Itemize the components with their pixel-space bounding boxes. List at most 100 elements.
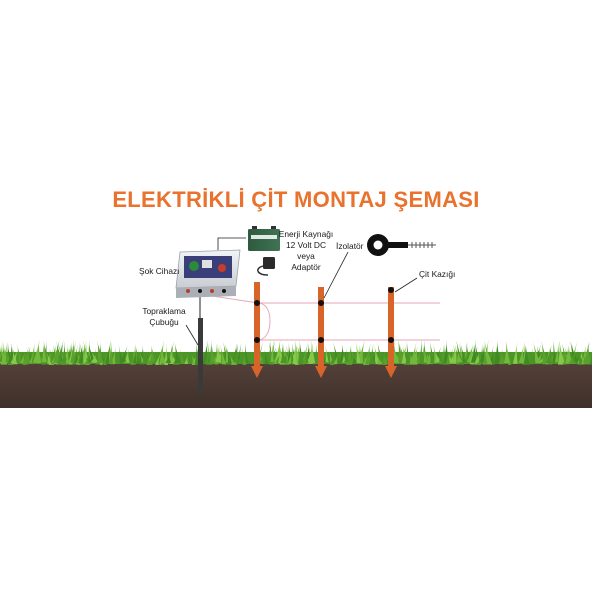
grass-blade (329, 351, 336, 365)
ground-rod-leader (185, 324, 199, 346)
grass-blade (369, 343, 374, 364)
soil-layer (0, 360, 592, 408)
grass-blade (518, 344, 525, 364)
grass-blade (97, 340, 105, 364)
fence-post-1 (251, 282, 263, 378)
grass-blade (533, 341, 540, 363)
battery-icon (248, 226, 280, 251)
grass-blade (554, 341, 560, 363)
grass-blade (419, 338, 423, 363)
grass-blade (165, 352, 172, 363)
grass-blade (558, 339, 565, 363)
grass-blade (397, 339, 405, 363)
grass-blade (397, 349, 404, 364)
grass-blade (363, 356, 370, 365)
fence-post-2 (315, 287, 327, 378)
grass-blade (257, 354, 266, 364)
grass-blade (501, 350, 505, 363)
grass-blade (79, 344, 87, 363)
grass-blade (88, 352, 92, 363)
grass-blade (232, 343, 239, 363)
grass-blade (179, 348, 185, 364)
insulator-leader (323, 251, 349, 299)
grass-blade (352, 355, 359, 364)
grass-blade (57, 356, 65, 365)
grass-blade (269, 346, 277, 364)
grass-blade (494, 350, 500, 363)
grass-blade (343, 353, 351, 363)
grass-blade (74, 352, 80, 364)
grass-blade (132, 349, 137, 364)
grass-blade (142, 349, 148, 364)
grass-blade (46, 352, 54, 364)
grass-blade (174, 343, 181, 364)
grass-blade (370, 352, 376, 365)
grass-blade (78, 347, 84, 364)
grass-blade (434, 350, 442, 363)
grass-blade (149, 345, 157, 363)
power-source-label-2: 12 Volt DC (286, 240, 326, 250)
insulator-label: İzolatör (336, 241, 364, 251)
grass-blade (484, 340, 493, 365)
grass-blade (355, 341, 361, 364)
grass-blade (45, 352, 51, 363)
grass-blade (164, 342, 169, 365)
grass-blade (287, 353, 292, 364)
grass-blade (184, 354, 189, 364)
power-adapter-icon (257, 257, 275, 276)
grass-blade (47, 348, 54, 363)
grass-blade (333, 353, 339, 365)
power-source-label-1: Enerji Kaynağı (279, 229, 333, 239)
grass-blade (89, 354, 97, 363)
grass-blade (0, 360, 1, 364)
grass-blade (457, 355, 465, 365)
grass-blade (374, 345, 381, 365)
grass-blade (503, 340, 511, 364)
insulator-dot (388, 337, 394, 343)
grass-blade (110, 347, 117, 365)
insulator-dot (388, 287, 394, 293)
grass-blade (460, 341, 466, 364)
feed-wire (211, 295, 259, 304)
grass-blade (450, 354, 456, 363)
post-insulators (254, 287, 394, 343)
grass-blade (244, 353, 250, 364)
grass-blade (365, 343, 371, 365)
grass-blade (303, 348, 309, 364)
grass-blade (22, 345, 30, 365)
grass-blade (236, 342, 242, 363)
grass-blade (423, 347, 429, 363)
grass-blade (270, 339, 274, 363)
grass-blade (584, 344, 589, 364)
grass-blade (565, 344, 572, 364)
insulator-dot (254, 337, 260, 343)
grass-blade (445, 350, 451, 365)
ground-rod-label-1: Topraklama (142, 306, 186, 316)
grass-blade (194, 342, 201, 365)
grass-blade (552, 339, 557, 364)
fence-posts (251, 282, 397, 378)
grass-blade (220, 351, 225, 364)
ground-rod-label-2: Çubuğu (149, 317, 179, 327)
grass-blade (411, 347, 418, 365)
grass-blade (547, 355, 552, 365)
grass-blade (401, 345, 408, 364)
grass-blade (81, 343, 87, 364)
grass-blade (280, 342, 287, 364)
fence-wires (211, 295, 440, 341)
grass-blade (16, 344, 23, 363)
grass-blade (405, 341, 411, 364)
grass-blade (226, 346, 233, 364)
grass-blade (433, 343, 438, 364)
grass-blade (346, 344, 353, 365)
grass-blade (136, 351, 141, 364)
grass-blade (105, 340, 112, 364)
grass-blade (342, 352, 347, 363)
grass-blade (535, 352, 543, 364)
grass-blade (309, 339, 316, 364)
grass-blade (409, 352, 415, 365)
grass-blade (159, 348, 168, 364)
wire-loop (257, 302, 271, 341)
grass-blade (41, 342, 48, 363)
